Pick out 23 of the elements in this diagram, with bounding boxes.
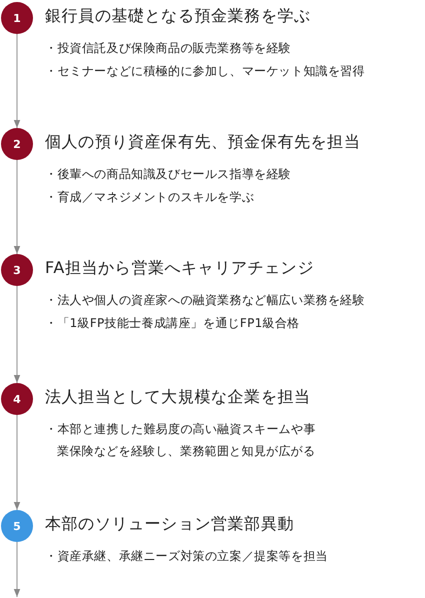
bullet-text: ・後輩への商品知識及びセールス指導を経験	[45, 166, 292, 183]
step-number-circle: 4	[1, 383, 33, 415]
bullet-text: ・投資信託及び保険商品の販売業務等を経験	[45, 40, 292, 57]
bullet-text: ・育成／マネジメントのスキルを学ぶ	[45, 189, 256, 206]
bullet-text: ・法人や個人の資産家への融資業務など幅広い業務を経験	[45, 292, 366, 309]
step-number-circle: 3	[1, 254, 33, 286]
step-number-circle: 2	[1, 128, 33, 160]
bullet-text: ・資産承継、承継ニーズ対策の立案／提案等を担当	[45, 548, 329, 565]
bullet-text: ・セミナーなどに積極的に参加し、マーケット知識を習得	[45, 63, 366, 80]
arrow	[14, 34, 20, 128]
step-heading: FA担当から営業へキャリアチェンジ	[45, 258, 314, 279]
arrow	[14, 542, 20, 598]
arrow	[14, 286, 20, 384]
bullet-text: ・「1級FP技能士養成講座」を通じFP1級合格	[45, 315, 300, 332]
step-heading: 法人担当として大規模な企業を担当	[45, 387, 311, 408]
step-heading: 本部のソリューション営業部異動	[45, 514, 294, 535]
arrow	[14, 160, 20, 254]
step-heading: 銀行員の基礎となる預金業務を学ぶ	[45, 6, 311, 27]
step-number-circle: 1	[1, 2, 33, 34]
arrow	[14, 414, 20, 510]
bullet-text: ・本部と連携した難易度の高い融資スキームや事業保険などを経験し、業務範囲と知見が広がる	[45, 421, 317, 460]
step-heading: 個人の預り資産保有先、預金保有先を担当	[45, 132, 360, 153]
step-number-circle: 5	[1, 510, 33, 542]
